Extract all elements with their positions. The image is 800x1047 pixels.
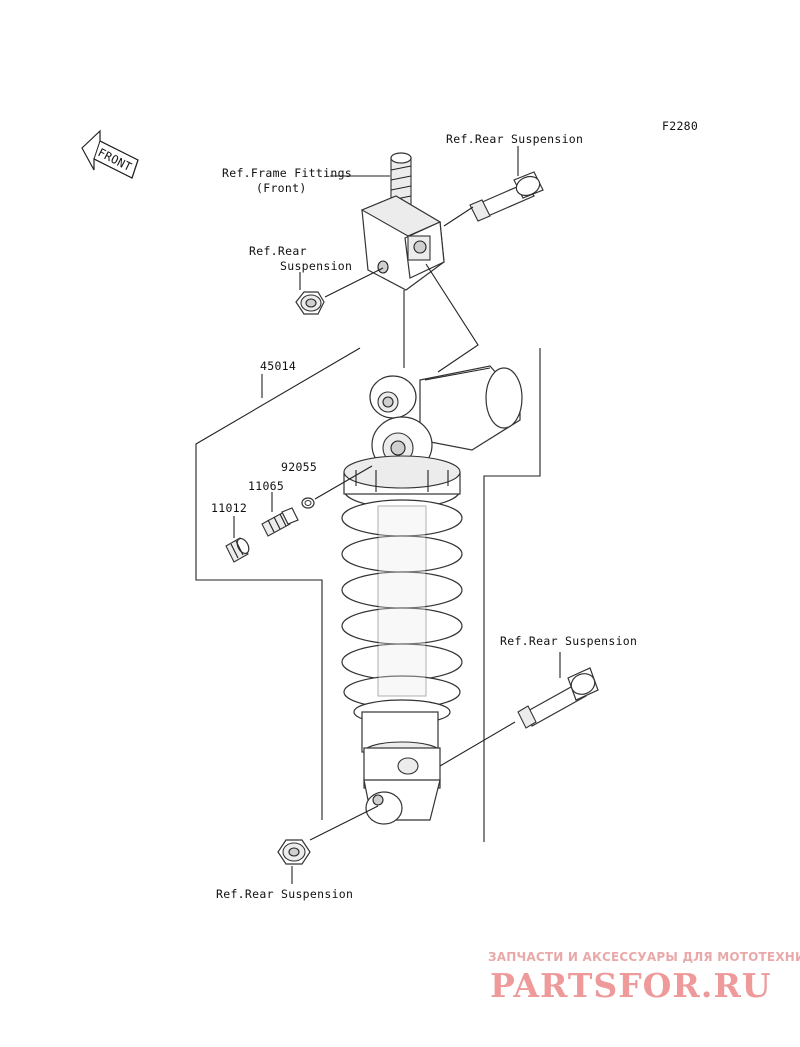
part-number-45014: 45014 bbox=[260, 359, 296, 373]
frame-fitting-bracket bbox=[360, 195, 445, 291]
preload-adjuster-ring bbox=[343, 455, 461, 509]
label-rear-suspension-top: Ref.Rear Suspension bbox=[446, 132, 583, 146]
lower-flange-nut bbox=[277, 839, 311, 865]
shock-lower-body bbox=[353, 699, 451, 825]
leader-nut-bottom bbox=[309, 805, 379, 841]
shock-upper-eye bbox=[369, 375, 417, 419]
label-rear-suspension-left-2: Suspension bbox=[280, 259, 352, 273]
figure-code: F2280 bbox=[662, 119, 698, 133]
label-rear-suspension-right: Ref.Rear Suspension bbox=[500, 634, 637, 648]
part-number-11065: 11065 bbox=[248, 479, 284, 493]
assembly-bracket-left bbox=[195, 347, 361, 820]
label-rear-suspension-bottom: Ref.Rear Suspension bbox=[216, 887, 353, 901]
part-number-11012: 11012 bbox=[211, 501, 247, 515]
part-number-92055: 92055 bbox=[281, 460, 317, 474]
upper-mounting-bolt bbox=[469, 171, 544, 222]
front-arrow-icon: FRONT bbox=[81, 129, 139, 179]
leader-bolt-bottom bbox=[439, 721, 516, 767]
leader-eye-diagonal bbox=[425, 263, 479, 373]
lower-mounting-bolt bbox=[517, 667, 599, 729]
upper-flange-nut bbox=[295, 291, 325, 315]
shock-reservoir bbox=[419, 365, 523, 451]
o-ring-92055 bbox=[301, 497, 315, 509]
coil-spring bbox=[341, 499, 463, 709]
label-frame-fittings-1: Ref.Frame Fittings bbox=[222, 166, 352, 180]
leader-bolt-top bbox=[443, 206, 474, 227]
valve-11065 bbox=[261, 507, 299, 537]
watermark-tagline: ЗАПЧАСТИ И АКСЕССУАРЫ ДЛЯ МОТОТЕХНИКИ bbox=[488, 950, 800, 964]
label-frame-fittings-2: (Front) bbox=[256, 181, 307, 195]
watermark-brand: PARTSFOR.RU bbox=[490, 966, 772, 1005]
assembly-bracket-right bbox=[483, 348, 541, 842]
leader-92055 bbox=[314, 465, 373, 500]
cap-11012 bbox=[225, 537, 250, 563]
leader-nut-top bbox=[324, 267, 384, 298]
label-rear-suspension-left-1: Ref.Rear bbox=[249, 244, 307, 258]
